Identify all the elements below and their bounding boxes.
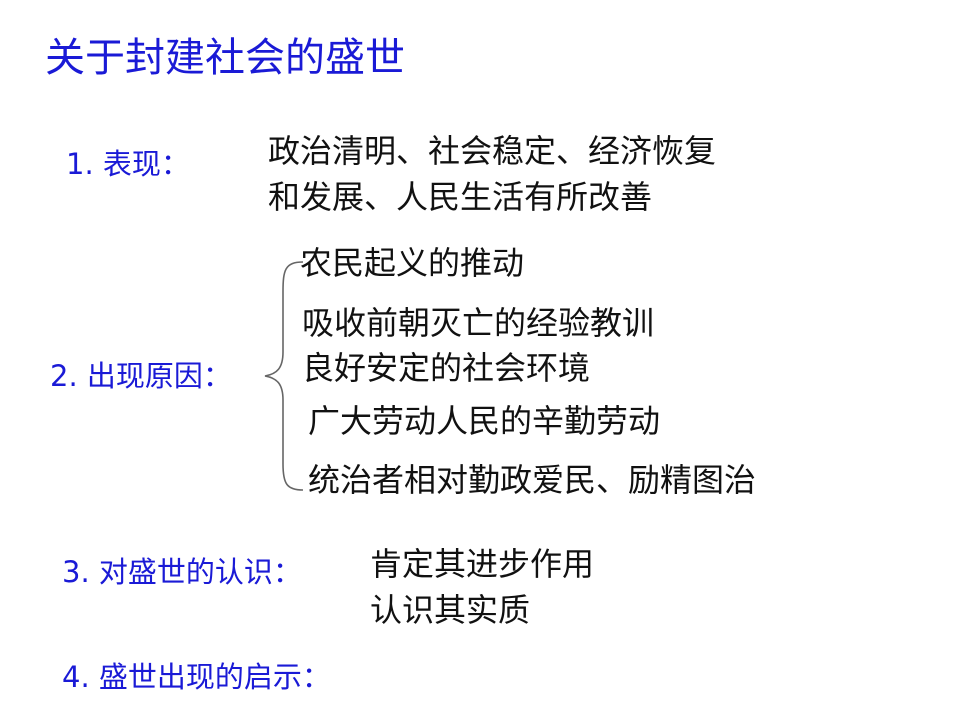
section-3-line-1: 肯定其进步作用 bbox=[370, 545, 595, 583]
section-3-label: 3. 对盛世的认识： bbox=[62, 555, 302, 589]
slide-title: 关于封建社会的盛世 bbox=[45, 35, 405, 81]
reason-item-2: 吸收前朝灭亡的经验教训 bbox=[302, 304, 655, 342]
section-1-line-1: 政治清明、社会稳定、经济恢复 bbox=[268, 132, 717, 170]
reason-item-5: 统治者相对勤政爱民、励精图治 bbox=[308, 461, 757, 499]
section-3-line-2: 认识其实质 bbox=[370, 591, 531, 629]
section-4-label: 4. 盛世出现的启示： bbox=[62, 660, 331, 694]
reason-item-1: 农民起义的推动 bbox=[300, 244, 525, 282]
section-1-line-2: 和发展、人民生活有所改善 bbox=[268, 178, 653, 216]
reason-item-4: 广大劳动人民的辛勤劳动 bbox=[308, 402, 661, 440]
curly-brace bbox=[264, 261, 304, 491]
reason-item-3: 良好安定的社会环境 bbox=[302, 349, 591, 387]
section-2-label: 2. 出现原因： bbox=[50, 359, 232, 393]
section-1-label: 1. 表现： bbox=[66, 147, 190, 181]
